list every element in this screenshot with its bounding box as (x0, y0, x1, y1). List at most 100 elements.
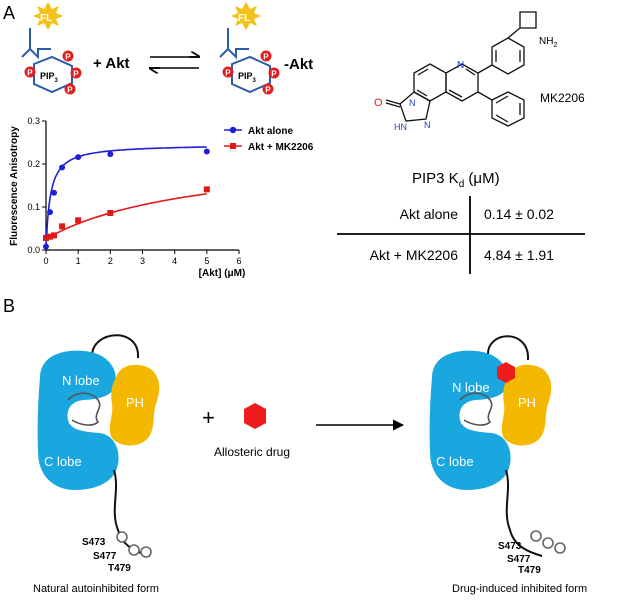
right-caption: Drug-induced inhibited form (452, 583, 587, 595)
chart-axes: 0 1 2 3 4 5 6 0.0 0.1 0.2 0.3 (27, 116, 241, 266)
svg-text:P: P (67, 86, 73, 95)
x-tick-label: 4 (172, 256, 177, 266)
pip3-probe-left: FL PIP3 P P P P (21, 2, 82, 95)
data-point-akt-mk2206 (59, 223, 66, 230)
svg-text:O: O (374, 97, 383, 109)
data-point-akt-alone (51, 189, 58, 196)
akt-drug-inhibited: N lobe PH C lobe S473 S477 T479 (429, 335, 566, 576)
legend-label: Akt alone (248, 126, 293, 137)
fit-curve-akt-alone (45, 146, 207, 247)
phosphate-icon: P (70, 67, 82, 79)
phosphosite-icon (554, 542, 566, 554)
fluorophore-star (33, 2, 63, 30)
svg-text:N: N (424, 120, 431, 130)
plus-akt-label: + Akt (93, 55, 130, 72)
svg-text:P: P (73, 70, 79, 79)
n-lobe-label: N lobe (452, 380, 490, 395)
allosteric-drug-icon (244, 403, 266, 429)
plus-sign: + (202, 405, 215, 430)
x-axis-label: [Akt] (μM) (199, 268, 246, 279)
site-label: S473 (498, 541, 522, 552)
data-point-akt-alone (75, 154, 82, 161)
phosphate-icon: P (222, 66, 234, 78)
bound-drug-icon (497, 362, 515, 383)
data-point-akt-alone (47, 209, 54, 216)
x-tick-label: 6 (236, 256, 241, 266)
data-point-akt-alone (203, 148, 210, 155)
svg-text:P: P (65, 53, 71, 62)
svg-text:HN: HN (394, 122, 407, 132)
chart-legend: Akt alone Akt + MK2206 (224, 126, 314, 153)
phosphosite-icon (542, 537, 554, 549)
x-tick-label: 1 (76, 256, 81, 266)
y-tick-label: 0.1 (27, 202, 40, 212)
pip3-label: PIP3 (238, 71, 257, 84)
data-point-akt-alone (59, 164, 66, 171)
table-row-name: Akt alone (400, 206, 459, 222)
svg-text:NH2: NH2 (539, 36, 557, 49)
phosphate-icon: P (62, 50, 74, 62)
legend-marker-akt-mk2206 (230, 143, 236, 149)
c-terminal-tail (113, 469, 151, 557)
y-tick-label: 0.3 (27, 116, 40, 126)
data-point-akt-mk2206 (51, 232, 58, 239)
y-tick-label: 0.0 (27, 245, 40, 255)
panel-b-label: B (3, 296, 15, 316)
c-terminal-tail (505, 469, 543, 557)
svg-text:P: P (27, 69, 33, 78)
compound-name: MK2206 (540, 91, 585, 105)
drug-label: Allosteric drug (214, 445, 290, 459)
legend-marker-akt-alone (229, 126, 237, 134)
ph-label: PH (126, 395, 144, 410)
phosphosite-icon (140, 546, 152, 558)
phosphate-icon: P (24, 66, 36, 78)
y-tick-label: 0.2 (27, 159, 40, 169)
fluorophore-star (231, 2, 261, 30)
x-tick-label: 5 (204, 256, 209, 266)
c-lobe-label: C lobe (436, 454, 474, 469)
table-row-name: Akt + MK2206 (370, 247, 459, 263)
equilibrium-arrows (150, 57, 199, 68)
data-point-akt-mk2206 (107, 210, 114, 217)
x-tick-label: 3 (140, 256, 145, 266)
kinase-domain (37, 350, 119, 490)
fl-label: FL (40, 13, 52, 24)
fit-curve-akt-mk2206 (45, 193, 207, 240)
data-point-akt-mk2206 (43, 234, 49, 241)
kd-table: PIP3 Kd (μM) Akt alone 0.14 ± 0.02 Akt +… (337, 170, 585, 274)
data-point-akt-mk2206 (203, 186, 210, 193)
site-label: S473 (82, 537, 106, 548)
svg-text:N: N (409, 98, 416, 108)
ph-domain (109, 364, 160, 446)
c-lobe-label: C lobe (44, 454, 82, 469)
left-caption: Natural autoinhibited form (33, 583, 159, 595)
data-point-akt-alone (43, 243, 49, 250)
x-tick-label: 0 (43, 256, 48, 266)
y-axis-label: Fluorescence Anisotropy (9, 126, 20, 246)
phosphosite-icon (116, 531, 128, 543)
x-tick-label: 2 (108, 256, 113, 266)
akt-autoinhibited: N lobe PH C lobe S473 S477 T479 (37, 334, 160, 574)
svg-text:P: P (271, 70, 277, 79)
mk2206-structure (385, 11, 537, 127)
binding-chart: 0 1 2 3 4 5 6 0.0 0.1 0.2 0.3 [Akt] (μM) Fluoresce… (9, 116, 314, 279)
ph-domain (501, 364, 552, 446)
phosphosite-icon (128, 544, 140, 556)
pip3-label: PIP3 (40, 71, 59, 84)
activation-loop (67, 392, 101, 426)
table-title: PIP3 Kd (μM) (412, 170, 500, 190)
svg-text:P: P (225, 69, 231, 78)
table-row-value: 0.14 ± 0.02 (484, 206, 554, 222)
site-label: T479 (518, 565, 541, 576)
ph-label: PH (518, 395, 536, 410)
mk2206-atom-labels: NH2 N O HN N N (374, 36, 557, 132)
site-label: S477 (507, 554, 531, 565)
phosphate-icon: P (262, 83, 274, 95)
inositol-ring (33, 55, 73, 94)
svg-text:P: P (265, 86, 271, 95)
fl-label: FL (238, 13, 250, 24)
panel-a-label: A (3, 3, 15, 23)
kinase-domain (429, 350, 511, 490)
chart-fit-curves (45, 146, 207, 247)
phosphosite-icon (530, 530, 542, 542)
